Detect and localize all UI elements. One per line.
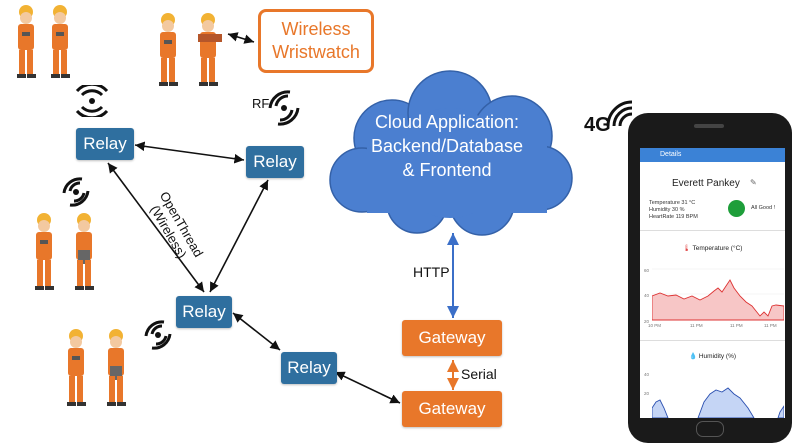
- humidity-tick: 20: [644, 391, 650, 396]
- temp-xtick: 11 PM: [730, 323, 743, 328]
- temp-tick: 40: [644, 293, 650, 298]
- worker-illustration: [17, 5, 70, 78]
- temp-tick: 20: [644, 319, 650, 324]
- temp-xtick: 10 PM: [648, 323, 662, 328]
- link-relay1-relay3: [107, 162, 205, 293]
- worker-illustration: [159, 13, 222, 86]
- phone-speaker: [694, 124, 724, 128]
- link-relay1-relay2: [134, 141, 245, 164]
- link-worker-wristwatch: [227, 32, 255, 44]
- temp-xtick: 11 PM: [690, 323, 703, 328]
- status-indicator: [728, 200, 745, 217]
- relay-node-3: Relay: [176, 296, 232, 328]
- phone-home-button: [696, 421, 724, 437]
- user-name: Everett Pankey: [672, 178, 740, 189]
- gateway-bottom: Gateway: [402, 391, 502, 427]
- wireless-wristwatch-box: Wireless Wristwatch: [258, 9, 374, 73]
- divider: [640, 340, 785, 341]
- worker-illustration: [35, 213, 94, 290]
- thermometer-icon: 🌡: [682, 245, 691, 252]
- relay-node-2: Relay: [246, 146, 304, 178]
- humidity-chart-title: 💧 Humidity (%): [688, 353, 737, 360]
- humidity-tick: 40: [644, 372, 650, 377]
- wireless-signal-icon: [62, 177, 90, 207]
- temp-xtick: 11 PM: [764, 323, 777, 328]
- relay-node-1: Relay: [76, 128, 134, 160]
- status-text: All Good !: [751, 205, 776, 211]
- relay-node-4: Relay: [281, 352, 337, 384]
- phone-screen: Details Everett Pankey ✎ Temperature 31 …: [640, 148, 785, 418]
- droplet-icon: 💧: [688, 353, 698, 360]
- 4g-label: 4G: [584, 114, 611, 136]
- 4g-signal-icon: [606, 100, 633, 127]
- humidity-chart: [652, 387, 784, 418]
- temp-tick: 60: [644, 268, 650, 273]
- link-relay3-relay4: [232, 312, 281, 351]
- link-relay4-gateway: [334, 371, 401, 404]
- temperature-chart: [652, 268, 784, 321]
- edit-icon[interactable]: ✎: [750, 178, 757, 187]
- serial-label: Serial: [461, 366, 497, 382]
- metrics-list: Temperature 31 °C Humidity 30 % HeartRat…: [649, 200, 698, 220]
- gateway-top: Gateway: [402, 320, 502, 356]
- worker-illustration: [67, 329, 126, 406]
- rf-label: RF: [252, 96, 270, 111]
- divider: [640, 230, 785, 231]
- cloud-shape: [329, 70, 573, 236]
- rf-signal-icon: [268, 90, 300, 126]
- temperature-chart-title: 🌡 Temperature (°C): [682, 245, 743, 252]
- link-relay2-relay3: [209, 179, 269, 293]
- app-header: Details: [640, 148, 785, 162]
- cloud-application-label: Cloud Application: Backend/Database & Fr…: [370, 112, 524, 180]
- wireless-signal-icon: [144, 320, 172, 350]
- wireless-signal-icon: [75, 85, 109, 117]
- http-label: HTTP: [413, 264, 450, 280]
